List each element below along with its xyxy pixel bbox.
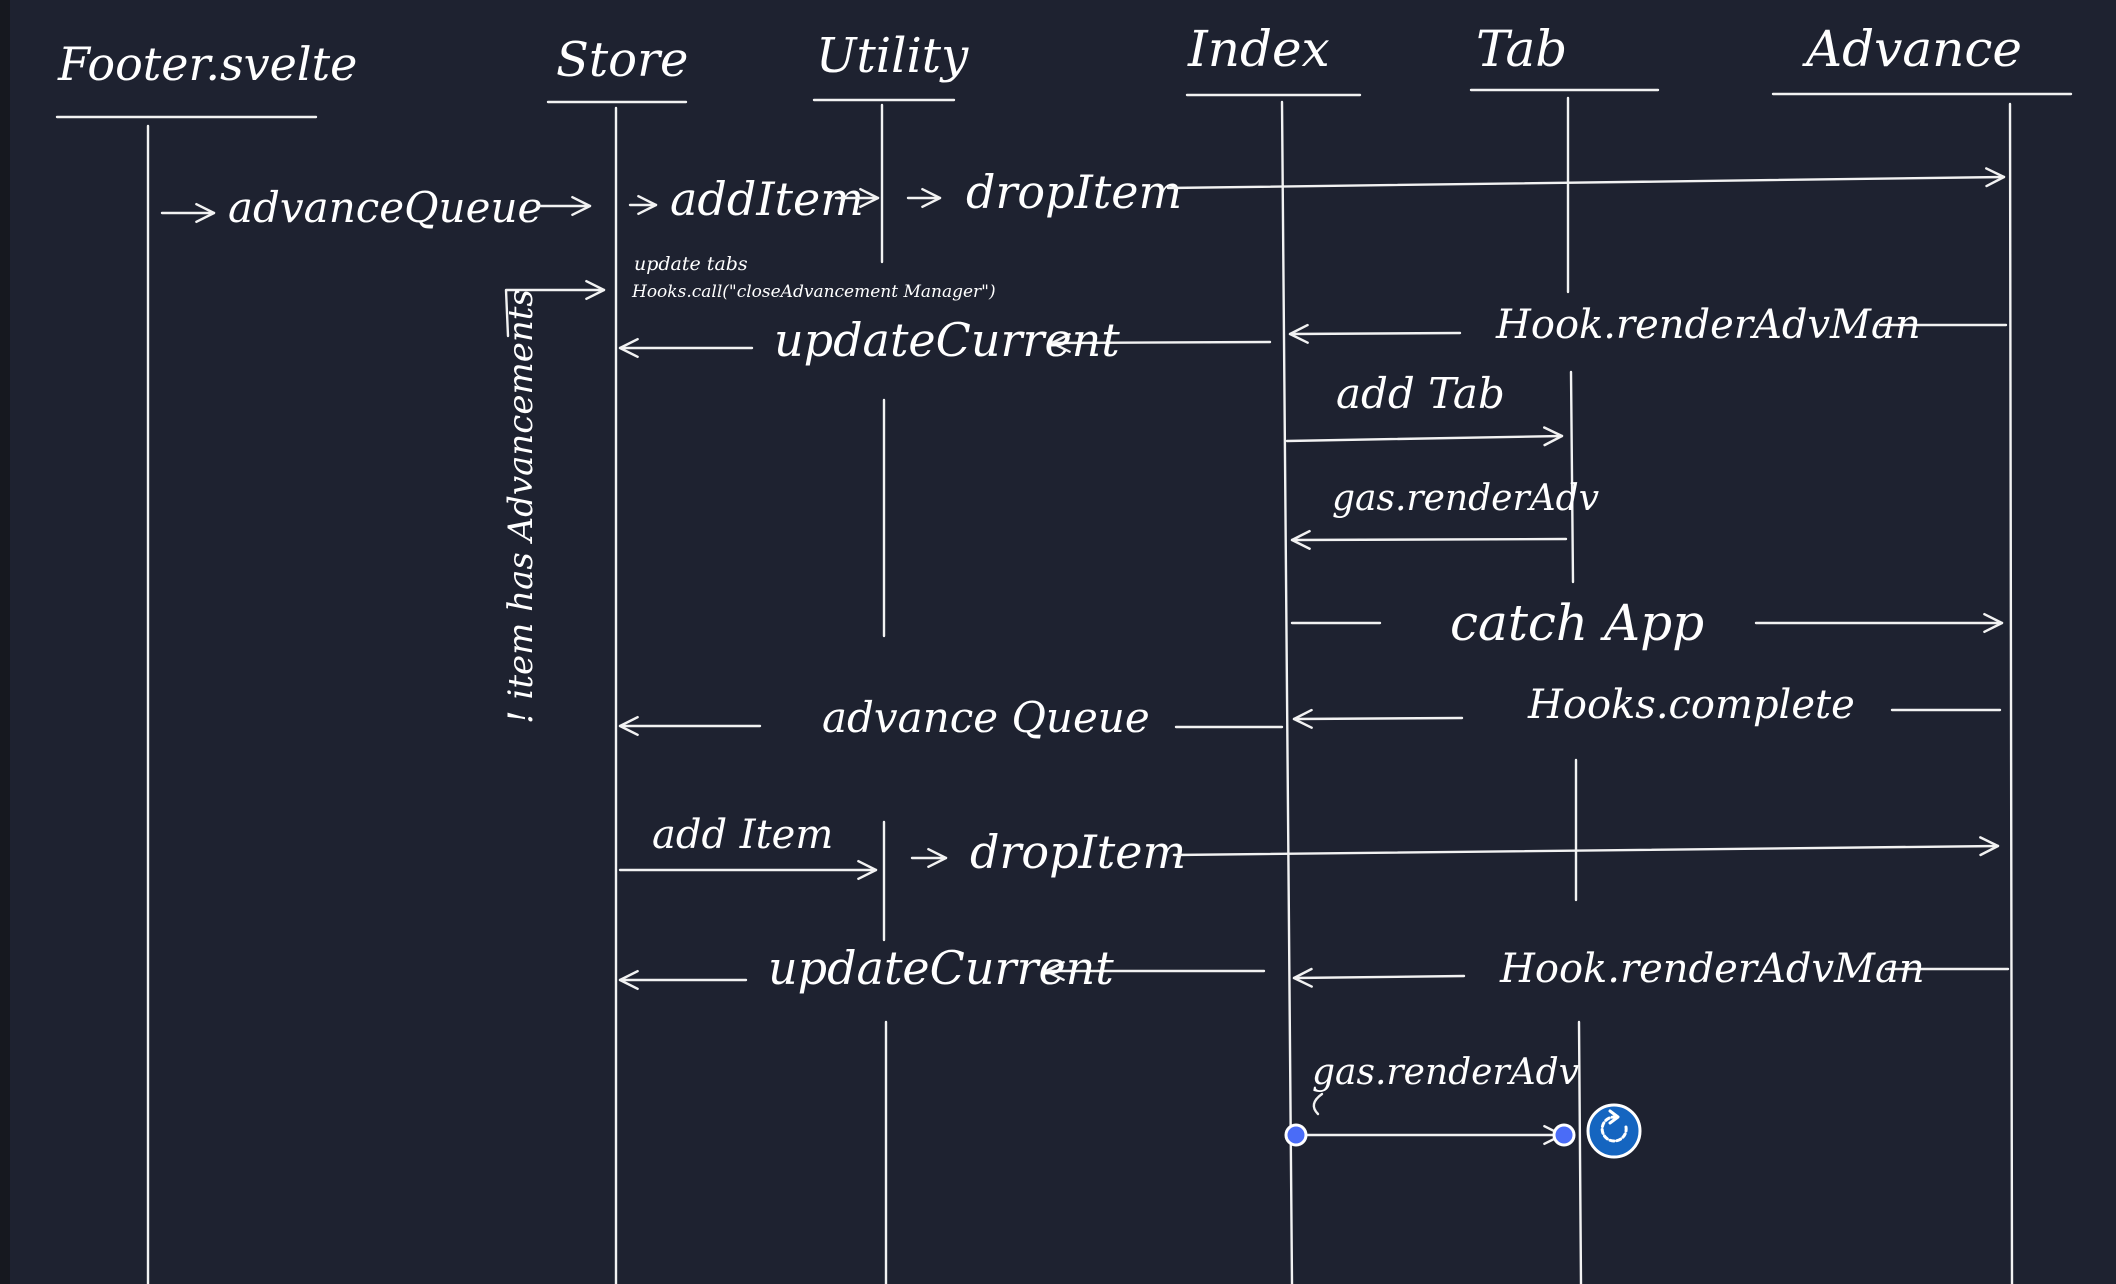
participant-label-advance: Advance [1802,20,2022,78]
message-advance-queue-2[interactable]: advance Queue [618,693,1284,742]
gas-render-2-tick [1312,1092,1324,1116]
message-hook-render-2[interactable]: Hook.renderAdvMan [1292,946,2010,992]
message-label-advance-queue-1: advanceQueue [228,183,542,232]
message-label-add-tab: add Tab [1336,369,1505,418]
lifeline-tab-segment-2 [1569,370,1575,584]
message-label-hooks-complete: Hooks.complete [1527,682,1855,728]
message-update-current-2[interactable]: updateCurrent [618,941,1266,995]
message-label-hook-render-2: Hook.renderAdvMan [1499,946,1925,992]
message-label-drop-item-2: dropItem [970,825,1186,879]
lifeline-tab-segment-4 [1577,1020,1583,1284]
selection-handles[interactable] [1284,1103,1642,1159]
message-label-update-current-1: updateCurrent [774,313,1120,367]
participant-store[interactable]: Store [546,32,688,104]
selection-handle-start[interactable] [1284,1123,1308,1147]
note-line-update-tabs: update tabs [634,253,748,275]
rotate-icon[interactable] [1586,1103,1642,1159]
message-hook-render-1[interactable]: Hook.renderAdvMan [1288,302,2008,348]
arrow-to-index-1 [1288,323,1462,344]
note-line-hooks-call: Hooks.call("closeAdvancement Manager") [631,282,996,302]
participant-label-footer: Footer.svelte [57,37,357,91]
message-hooks-complete[interactable]: Hooks.complete [1292,682,2002,729]
message-gas-render-2[interactable]: gas.renderAdv [1294,1052,1579,1146]
participant-utility[interactable]: Utility [812,28,969,102]
participant-label-index: Index [1187,20,1330,78]
message-add-item-2[interactable]: add Item [618,812,878,881]
message-label-drop-item-1: dropItem [966,165,1182,219]
message-label-advance-queue-2: advance Queue [822,693,1150,742]
participant-index[interactable]: Index [1185,20,1362,97]
message-label-catch-app: catch App [1450,594,1704,652]
message-gas-render-1[interactable]: gas.renderAdv [1290,478,1599,550]
condition-loop[interactable]: ! item has Advancements [501,279,606,724]
condition-label: ! item has Advancements [501,289,541,724]
lifeline-advance [2008,102,2014,1284]
participant-footer[interactable]: Footer.svelte [55,37,357,119]
arrow-to-advance-3 [1172,836,2000,857]
message-update-current-1[interactable]: updateCurrent [618,313,1272,367]
message-catch-app[interactable]: catch App [1290,594,2004,652]
message-label-gas-render-2: gas.renderAdv [1312,1052,1579,1093]
arrow-tab-to-index [1290,529,1568,550]
arrow-to-index-2 [1292,708,1464,729]
message-add-item-1[interactable]: addItem [628,172,880,226]
arrow-to-index-3 [1292,967,1466,988]
message-label-update-current-2: updateCurrent [768,941,1114,995]
message-label-hook-render-1: Hook.renderAdvMan [1495,302,1921,348]
message-advance-queue-1[interactable]: advanceQueue [160,183,592,232]
participant-label-store: Store [556,32,688,88]
arrow-to-advance-1 [1166,167,2006,190]
arrow-index-to-tab [1285,426,1564,447]
participant-advance[interactable]: Advance [1771,20,2073,96]
note-close-manager[interactable]: update tabs Hooks.call("closeAdvancement… [631,253,996,302]
lifeline-index [1280,100,1294,1284]
selection-handle-end[interactable] [1552,1123,1576,1147]
condition-loop-arrow [504,279,606,338]
message-add-tab[interactable]: add Tab [1285,369,1564,447]
participant-tab[interactable]: Tab [1469,20,1660,92]
arrow-index-to-label-1 [1050,332,1272,353]
message-label-add-item-1: addItem [670,172,864,226]
participant-label-utility: Utility [816,28,969,84]
message-drop-item-1[interactable]: dropItem [906,165,2006,219]
message-label-gas-render-1: gas.renderAdv [1332,478,1599,519]
message-drop-item-2[interactable]: dropItem [910,825,2000,879]
message-label-add-item-2: add Item [652,812,833,858]
participant-label-tab: Tab [1476,20,1567,78]
canvas-left-edge [0,0,10,1284]
